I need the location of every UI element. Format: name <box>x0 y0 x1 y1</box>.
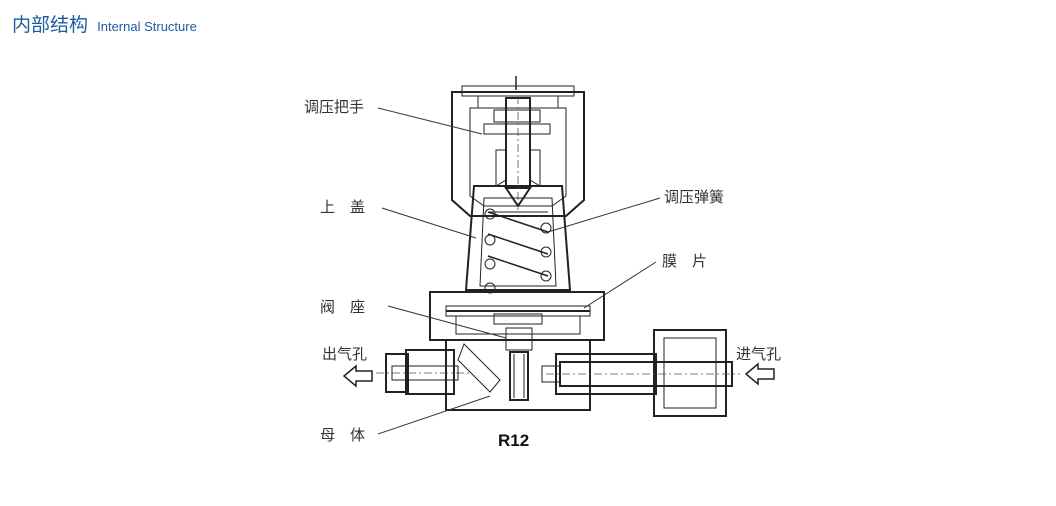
leader-diaphragm <box>583 261 657 309</box>
label-inlet: 进气孔 <box>736 345 781 363</box>
outlet-fitting <box>376 349 470 395</box>
label-knob: 调压把手 <box>304 98 364 116</box>
label-outlet: 出气孔 <box>322 345 367 363</box>
adjusting-spring <box>484 208 552 294</box>
inlet-fitting <box>541 329 740 417</box>
adjusting-screw <box>495 96 541 210</box>
section-title: 内部结构 <box>12 14 89 36</box>
leader-spring <box>547 197 661 233</box>
outlet-arrow-icon <box>342 364 373 388</box>
inlet-arrow-icon <box>744 362 775 386</box>
label-body: 母 体 <box>320 426 365 444</box>
valve-body <box>445 327 591 411</box>
leader-seat <box>387 305 507 339</box>
page-header: 内部结构 Internal Structure <box>12 10 197 37</box>
label-spring: 调压弹簧 <box>664 188 724 206</box>
label-bonnet: 上 盖 <box>320 198 365 216</box>
section-subtitle: Internal Structure <box>97 19 197 34</box>
diaphragm-housing <box>429 291 605 341</box>
leader-body <box>377 395 491 435</box>
label-seat: 阀 座 <box>320 298 365 316</box>
bonnet <box>464 185 572 291</box>
leader-bonnet <box>381 207 477 239</box>
model-label: R12 <box>498 431 529 450</box>
leader-knob <box>377 107 483 135</box>
label-diaphragm: 膜 片 <box>662 252 707 270</box>
